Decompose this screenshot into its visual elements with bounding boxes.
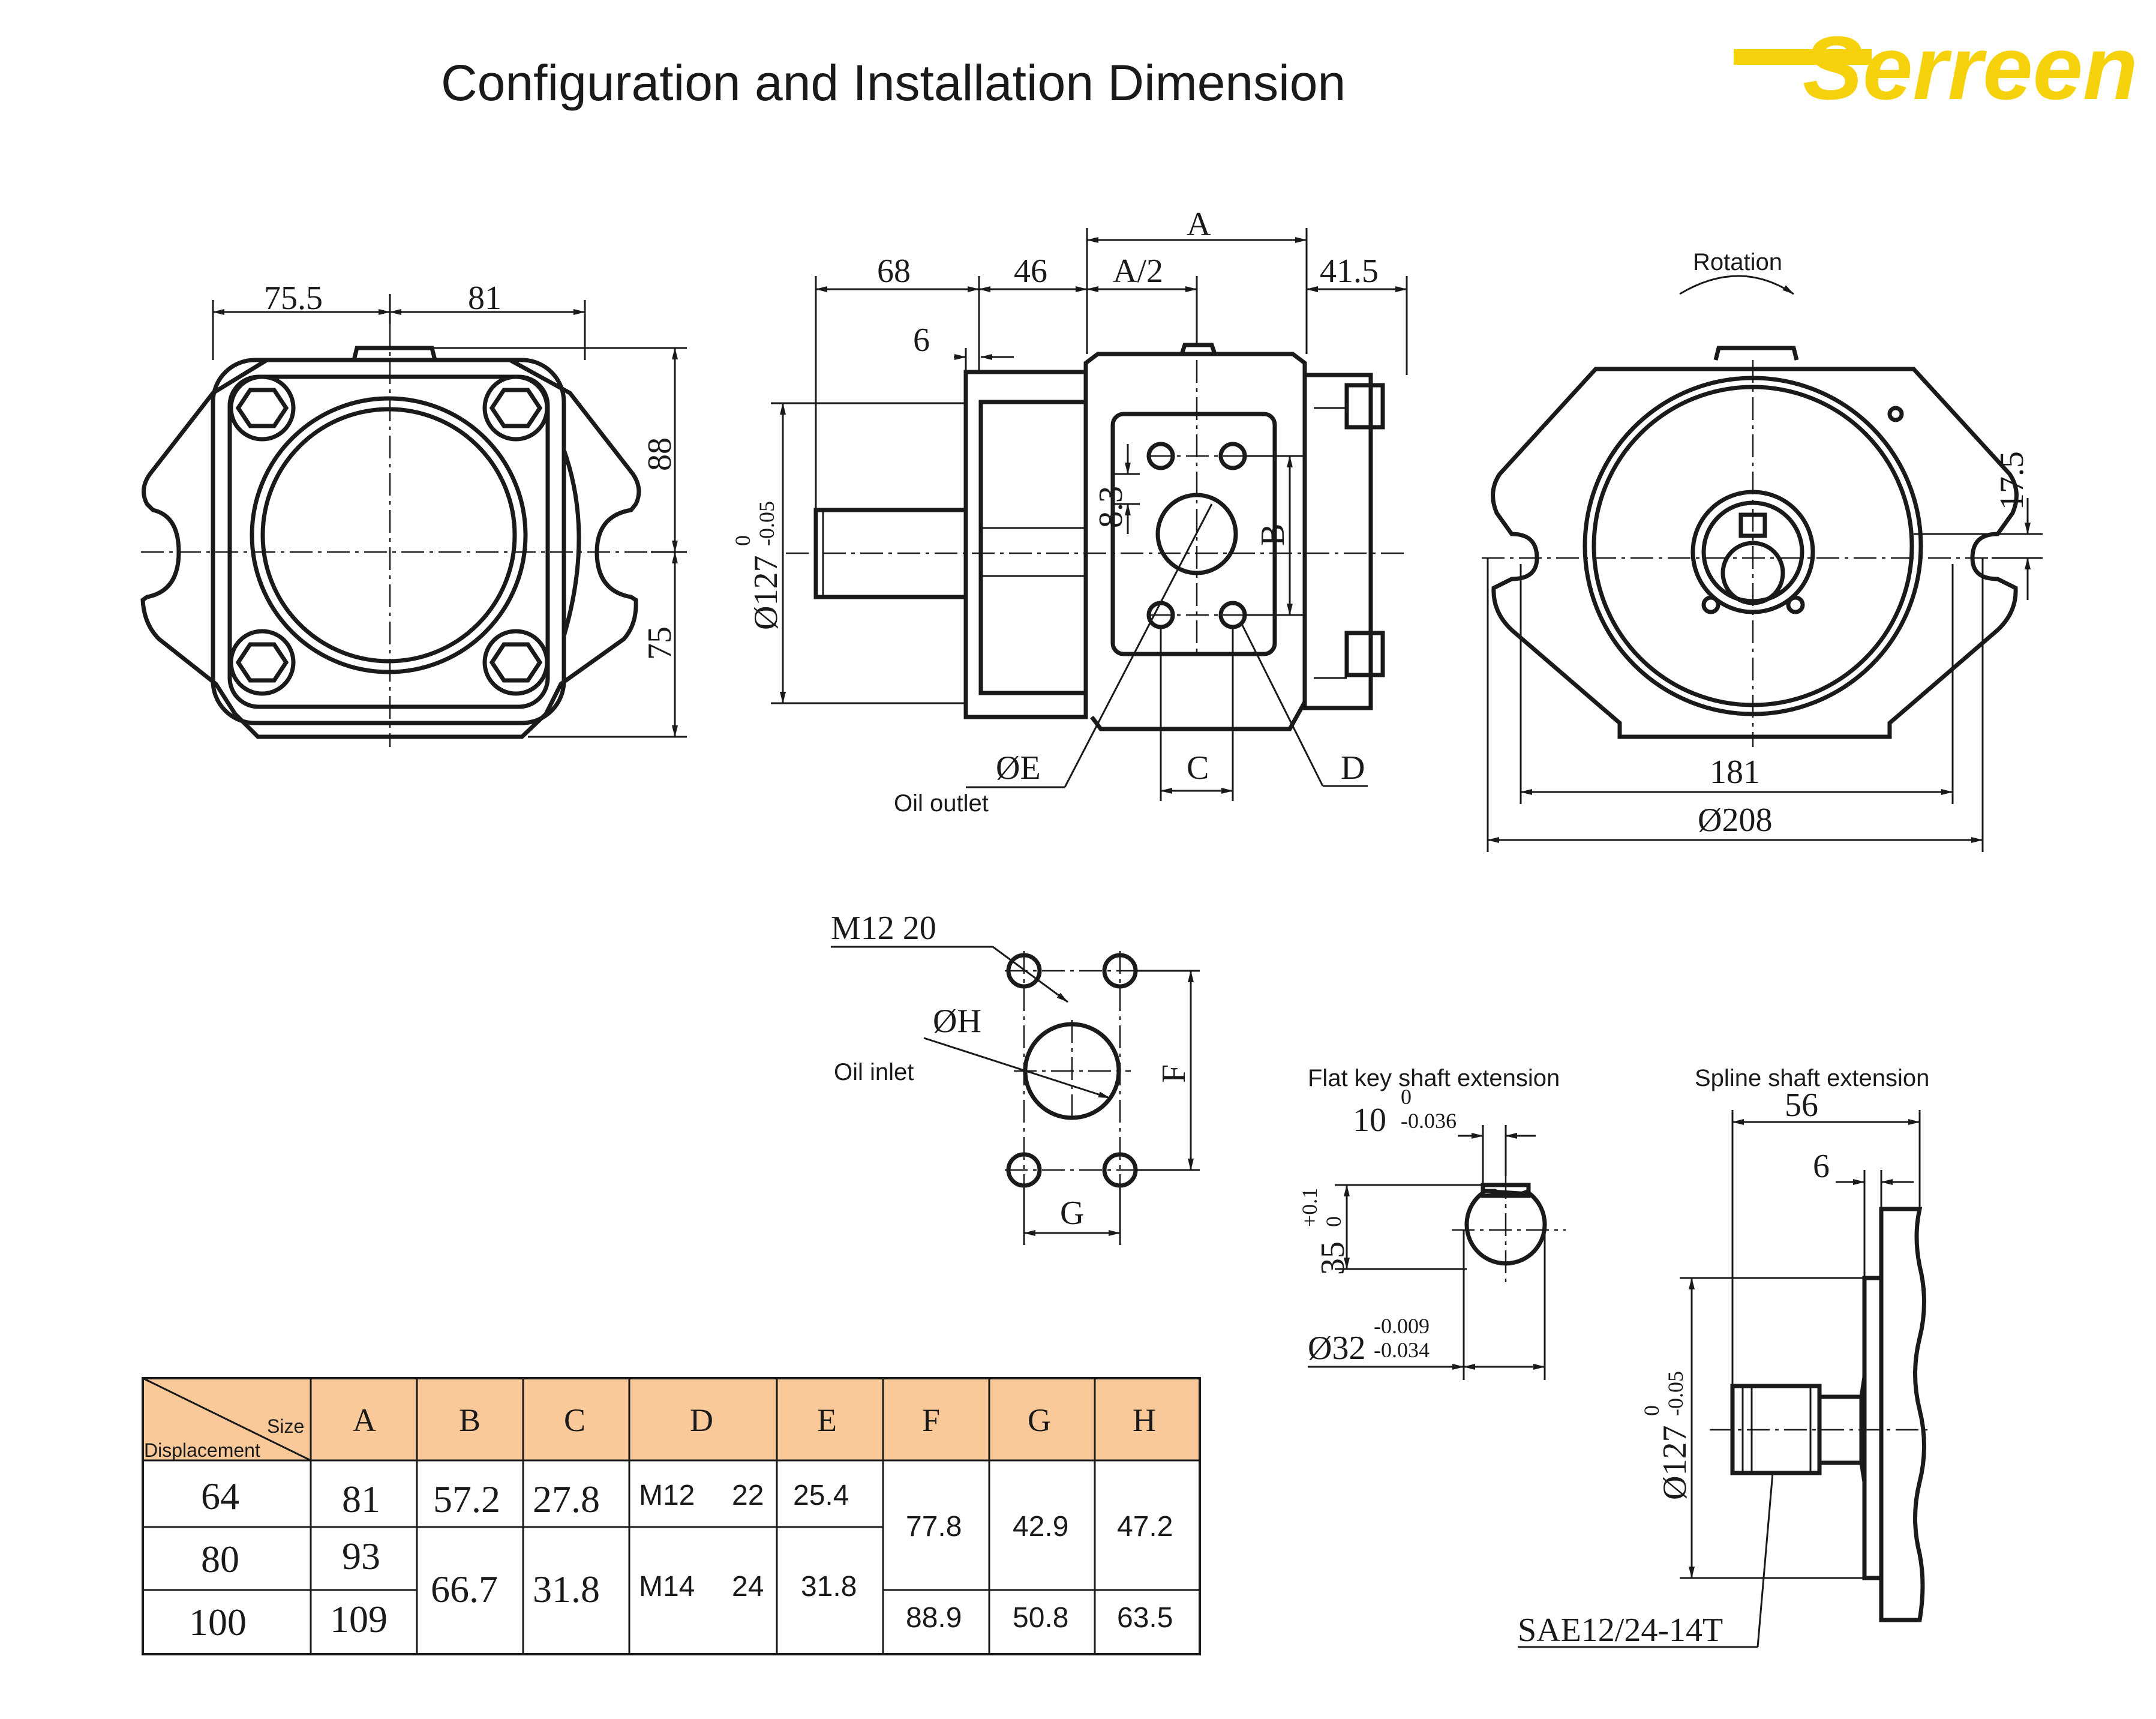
dim-b: B bbox=[1254, 524, 1292, 546]
dim-spline-6: 6 bbox=[1813, 1148, 1830, 1185]
b-80-100: 66.7 bbox=[431, 1568, 498, 1610]
svg-text:-0.009: -0.009 bbox=[1374, 1314, 1430, 1338]
dim-6: 6 bbox=[913, 322, 930, 359]
table-header-bg bbox=[143, 1378, 1200, 1460]
dim-41-5: 41.5 bbox=[1320, 253, 1379, 290]
oil-outlet-label: Oil outlet bbox=[894, 790, 989, 817]
header-g: G bbox=[1028, 1402, 1051, 1438]
svg-text:-0.036: -0.036 bbox=[1401, 1109, 1457, 1133]
dim-81: 81 bbox=[468, 280, 502, 317]
header-d: D bbox=[690, 1402, 713, 1438]
dim-46: 46 bbox=[1014, 253, 1047, 290]
dim-a-half: A/2 bbox=[1113, 253, 1163, 290]
f-64-80: 77.8 bbox=[906, 1511, 962, 1543]
disp-100: 100 bbox=[189, 1601, 247, 1643]
svg-text:+0.1: +0.1 bbox=[1298, 1188, 1322, 1227]
svg-text:0: 0 bbox=[1401, 1085, 1412, 1109]
brand-logo: Serreen bbox=[1734, 17, 2138, 118]
dim-75-5: 75.5 bbox=[264, 280, 323, 317]
dim-dia-208: Ø208 bbox=[1698, 802, 1772, 839]
dim-35: 35 bbox=[1314, 1241, 1352, 1275]
svg-text:0: 0 bbox=[1639, 1405, 1663, 1416]
flat-key-title: Flat key shaft extension bbox=[1308, 1065, 1560, 1091]
header-h: H bbox=[1133, 1402, 1156, 1438]
dim-a: A bbox=[1187, 206, 1211, 243]
b-64: 57.2 bbox=[433, 1478, 500, 1520]
dim-g: G bbox=[1060, 1195, 1084, 1232]
c-80-100: 31.8 bbox=[533, 1568, 600, 1610]
svg-text:0: 0 bbox=[1322, 1216, 1346, 1227]
dim-56: 56 bbox=[1785, 1087, 1818, 1124]
flat-key-view: Flat key shaft extension 10 0 -0.036 35 … bbox=[1298, 1065, 1566, 1380]
corner-size-label: Size bbox=[267, 1415, 304, 1437]
header-c: C bbox=[564, 1402, 585, 1438]
bolt-label: M12 20 bbox=[831, 910, 936, 947]
dim-10: 10 bbox=[1353, 1102, 1386, 1139]
d-64-thread: M12 bbox=[639, 1480, 695, 1511]
spline-title: Spline shaft extension bbox=[1695, 1065, 1929, 1091]
e-64: 25.4 bbox=[793, 1480, 849, 1511]
svg-text:0: 0 bbox=[731, 535, 755, 546]
inlet-view: M12 20 ØH Oil inlet F G bbox=[831, 910, 1200, 1245]
page-title: Configuration and Installation Dimension bbox=[441, 55, 1346, 111]
side-view: A 68 46 A/2 41.5 6 Ø127 0 -0.05 8.3 B C bbox=[731, 206, 1408, 817]
h-100: 63.5 bbox=[1117, 1602, 1173, 1634]
svg-text:-0.05: -0.05 bbox=[755, 501, 779, 546]
header-a: A bbox=[353, 1402, 376, 1438]
a-100: 109 bbox=[330, 1598, 388, 1640]
dim-68: 68 bbox=[877, 253, 911, 290]
dim-spline-dia-127: Ø127 bbox=[1656, 1426, 1693, 1500]
g-100: 50.8 bbox=[1013, 1602, 1068, 1634]
dim-8-3: 8.3 bbox=[1092, 486, 1130, 528]
header-e: E bbox=[817, 1402, 837, 1438]
dim-75: 75 bbox=[641, 626, 678, 660]
dim-dia-32: Ø32 bbox=[1308, 1330, 1365, 1367]
dim-e: ØE bbox=[996, 749, 1041, 787]
f-100: 88.9 bbox=[906, 1602, 962, 1634]
rear-view: Rotation 17.5 181 Ø208 bbox=[1482, 249, 2043, 852]
header-b: B bbox=[459, 1402, 481, 1438]
dimension-table: Size Displacement A B C D E F G H 64 80 … bbox=[142, 1377, 1201, 1655]
svg-text:Serreen: Serreen bbox=[1803, 17, 2138, 118]
corner-displacement-label: Displacement bbox=[144, 1439, 260, 1461]
spline-spec: SAE12/24-14T bbox=[1518, 1612, 1723, 1649]
e-80-100: 31.8 bbox=[801, 1571, 857, 1603]
d-80-100-thread: M14 bbox=[639, 1571, 695, 1603]
a-80: 93 bbox=[342, 1535, 380, 1577]
dim-dia-127: Ø127 bbox=[747, 556, 785, 630]
c-64: 27.8 bbox=[533, 1478, 600, 1520]
h-64-80: 47.2 bbox=[1117, 1511, 1173, 1543]
svg-text:-0.05: -0.05 bbox=[1663, 1371, 1687, 1416]
front-view: 75.5 81 88 75 bbox=[140, 280, 687, 747]
d-64-depth: 22 bbox=[732, 1480, 764, 1511]
spline-view: Spline shaft extension 56 6 Ø127 0 -0.05… bbox=[1518, 1065, 1929, 1649]
dim-f: F bbox=[1155, 1064, 1193, 1083]
dim-17-5: 17.5 bbox=[1993, 451, 2031, 510]
dim-181: 181 bbox=[1710, 754, 1760, 791]
disp-80: 80 bbox=[201, 1538, 239, 1580]
dim-h: ØH bbox=[933, 1003, 981, 1040]
rotation-label: Rotation bbox=[1693, 249, 1782, 275]
dim-88: 88 bbox=[641, 437, 678, 471]
a-64: 81 bbox=[342, 1478, 380, 1520]
header-f: F bbox=[922, 1402, 940, 1438]
g-64-80: 42.9 bbox=[1013, 1511, 1068, 1543]
svg-text:-0.034: -0.034 bbox=[1374, 1338, 1430, 1362]
oil-inlet-label: Oil inlet bbox=[834, 1059, 914, 1085]
d-80-100-depth: 24 bbox=[732, 1571, 764, 1603]
disp-64: 64 bbox=[201, 1475, 239, 1517]
dim-c: C bbox=[1187, 749, 1209, 787]
dim-d: D bbox=[1341, 749, 1365, 787]
